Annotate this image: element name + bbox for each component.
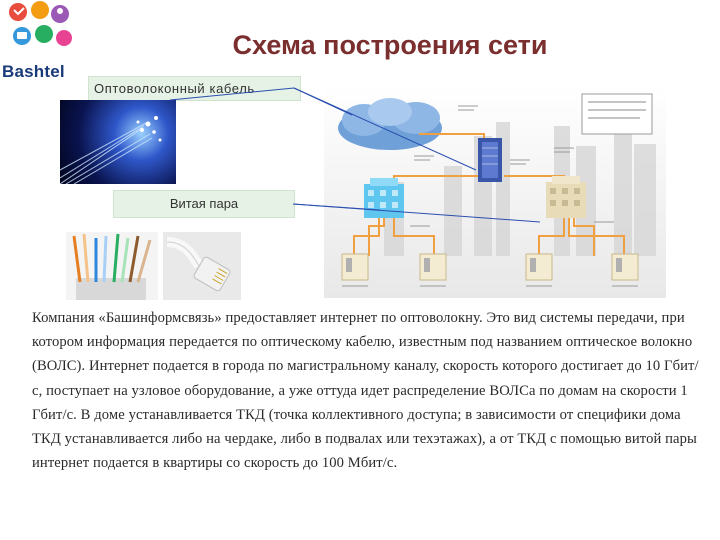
node-building-icon [364, 178, 404, 218]
fiber-optic-photo [60, 100, 176, 184]
twisted-pair-label: Витая пара [113, 190, 295, 218]
diagram-legend-box [582, 94, 652, 134]
twisted-pair-wires-photo [66, 232, 158, 300]
fiber-cable-label: Оптоволоконный кабель [88, 76, 301, 101]
rj45-plug-photo [163, 232, 241, 300]
core-node-building-icon [478, 138, 502, 182]
cursor-icon [31, 1, 49, 19]
gamepad-icon [35, 25, 53, 43]
page-title: Схема построения сети [150, 30, 630, 61]
bashtel-logo: Bashtel [0, 0, 90, 86]
phone-icon [9, 3, 27, 21]
residential-building-icon [546, 176, 586, 218]
network-scheme-diagram [324, 86, 666, 298]
brand-name: Bashtel [2, 62, 65, 82]
logo-icon-cluster [0, 0, 90, 62]
chat-icon [56, 30, 72, 46]
description-paragraph: Компания «Башинформсвязь» предоставляет … [32, 306, 700, 475]
